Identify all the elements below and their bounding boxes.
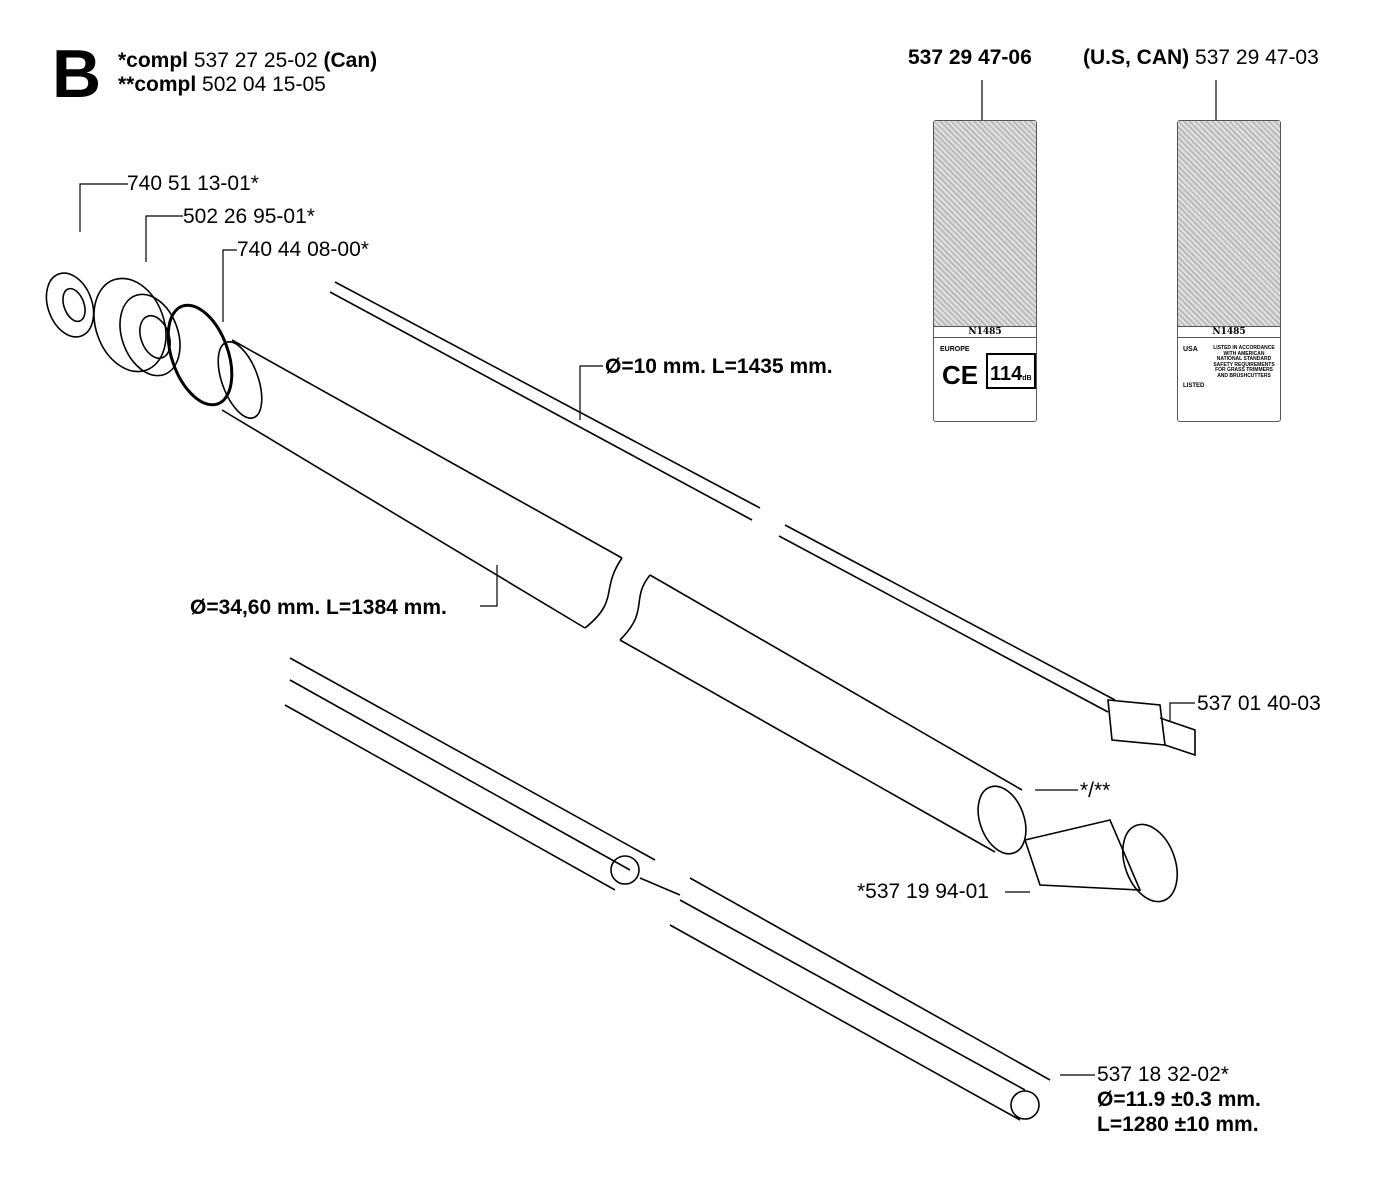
liner-upper <box>284 657 681 896</box>
tube-upper <box>217 339 623 629</box>
compl-line-1: *compl 537 27 25-02 (Can) <box>118 49 378 72</box>
noise-label: 114dB <box>986 353 1036 389</box>
o-ring <box>166 303 234 407</box>
part-label-coupling: *537 19 94-01 <box>857 880 989 903</box>
bearing <box>45 272 95 338</box>
tube-lower <box>619 574 1027 855</box>
decal-us-part-number: (U.S, CAN) 537 29 47-03 <box>1083 46 1319 69</box>
part-label-nut: 502 26 95-01* <box>183 205 315 228</box>
part-label-drive-shaft: Ø=10 mm. L=1435 mm. <box>605 355 833 378</box>
part-label-tube-asm: */** <box>1080 779 1111 802</box>
decal-usa: N1485 USA LISTED LISTED IN ACCORDANCE WI… <box>1177 120 1281 422</box>
part-label-liner: 537 18 32-02* <box>1097 1063 1229 1086</box>
compl-line-2: **compl 502 04 15-05 <box>118 73 326 96</box>
part-label-tube: Ø=34,60 mm. L=1384 mm. <box>190 596 447 619</box>
section-letter: B <box>52 36 102 112</box>
part-label-shaft-end: 537 01 40-03 <box>1197 692 1321 715</box>
part-label-o-ring: 740 44 08-00* <box>237 238 369 261</box>
drive-shaft <box>329 281 1196 757</box>
ce-mark: CE <box>942 360 979 390</box>
liner-length-spec: L=1280 ±10 mm. <box>1097 1113 1259 1136</box>
leader-lines <box>79 80 1217 1076</box>
liner-diameter-spec: Ø=11.9 ±0.3 mm. <box>1097 1088 1261 1111</box>
part-label-bearing: 740 51 13-01* <box>127 172 259 195</box>
decal-europe: N1485 EUROPE CE 114dB <box>933 120 1037 422</box>
decal-eu-part-number: 537 29 47-06 <box>908 46 1032 69</box>
coupling-sleeve <box>1023 819 1178 903</box>
liner-lower <box>669 877 1051 1121</box>
